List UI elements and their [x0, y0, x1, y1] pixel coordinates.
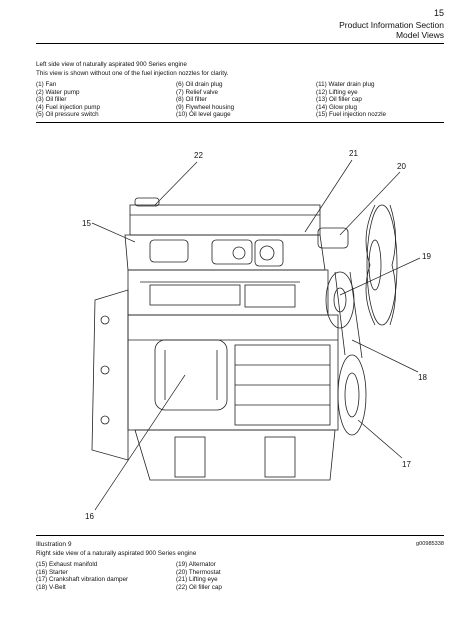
- legend-item: (18) V-Belt: [36, 583, 66, 591]
- section-title: Product Information Section: [339, 20, 444, 30]
- callout-20: 20: [397, 162, 406, 171]
- leader-line-17: [357, 419, 403, 459]
- legend-item: (13) Oil filler cap: [316, 96, 362, 104]
- illustration-label: Illustration 9: [36, 541, 72, 548]
- legend-item: (11) Water drain plug: [316, 81, 375, 88]
- legend-item: (20) Thermostat: [176, 568, 221, 576]
- legend-item: (9) Flywheel housing: [176, 103, 235, 111]
- leader-line-16: [94, 374, 186, 511]
- top-legend-col2: (6) Oil drain plug (7) Relief valve (8) …: [176, 81, 234, 119]
- top-caption-line1: Left side view of naturally aspirated 90…: [36, 61, 187, 68]
- callout-19: 19: [422, 252, 431, 261]
- leader-line-18: [351, 339, 419, 373]
- legend-item: (7) Relief valve: [176, 88, 218, 96]
- illustration-code: g00985338: [416, 541, 444, 547]
- legend-item: (16) Starter: [36, 568, 68, 576]
- top-caption-line2: This view is shown without one of the fu…: [36, 70, 229, 77]
- subsection-title: Model Views: [395, 30, 444, 40]
- legend-item: (15) Fuel injection nozzle: [316, 111, 387, 119]
- legend-item: (5) Oil pressure switch: [36, 111, 99, 119]
- top-legend-col3: (11) Water drain plug (12) Lifting eye (…: [316, 81, 386, 119]
- header-rule: [36, 43, 444, 44]
- legend-item: (10) Oil level gauge: [176, 111, 231, 119]
- bottom-legend-col2: (19) Alternator (20) Thermostat (21) Lif…: [176, 561, 222, 591]
- top-legend-col1: (1) Fan (2) Water pump (3) Oil filler (4…: [36, 81, 100, 119]
- callout-18: 18: [418, 373, 427, 382]
- legend-item: (22) Oil filler cap: [176, 583, 222, 591]
- page-number: 15: [433, 8, 444, 18]
- legend-item: (1) Fan: [36, 81, 57, 88]
- leader-line-21: [304, 159, 353, 233]
- figure-bottom-rule: [36, 535, 444, 536]
- bottom-legend-col1: (15) Exhaust manifold (16) Starter (17) …: [36, 561, 128, 591]
- legend-item: (21) Lifting eye: [176, 576, 218, 584]
- legend-item: (12) Lifting eye: [316, 88, 358, 96]
- callout-21: 21: [349, 149, 358, 158]
- legend-item: (14) Glow plug: [316, 103, 357, 111]
- legend-item: (8) Oil filter: [176, 96, 207, 104]
- leader-line-20: [339, 171, 401, 236]
- legend-item: (4) Fuel injection pump: [36, 103, 101, 111]
- callout-22: 22: [194, 151, 203, 160]
- leader-line-19: [339, 257, 421, 296]
- legend-item: (19) Alternator: [176, 561, 216, 568]
- leader-line-22: [154, 161, 198, 206]
- callout-17: 17: [402, 460, 411, 469]
- callout-15: 15: [82, 219, 91, 228]
- illustration-caption: Right side view of a naturally aspirated…: [36, 550, 197, 557]
- legend-item: (3) Oil filler: [36, 96, 67, 104]
- callout-16: 16: [85, 512, 94, 521]
- legend-item: (17) Crankshaft vibration damper: [36, 576, 129, 584]
- figure-top-rule: [36, 122, 444, 123]
- legend-item: (15) Exhaust manifold: [36, 561, 98, 568]
- leader-line-15: [91, 222, 136, 243]
- legend-item: (6) Oil drain plug: [176, 81, 223, 88]
- legend-item: (2) Water pump: [36, 88, 80, 96]
